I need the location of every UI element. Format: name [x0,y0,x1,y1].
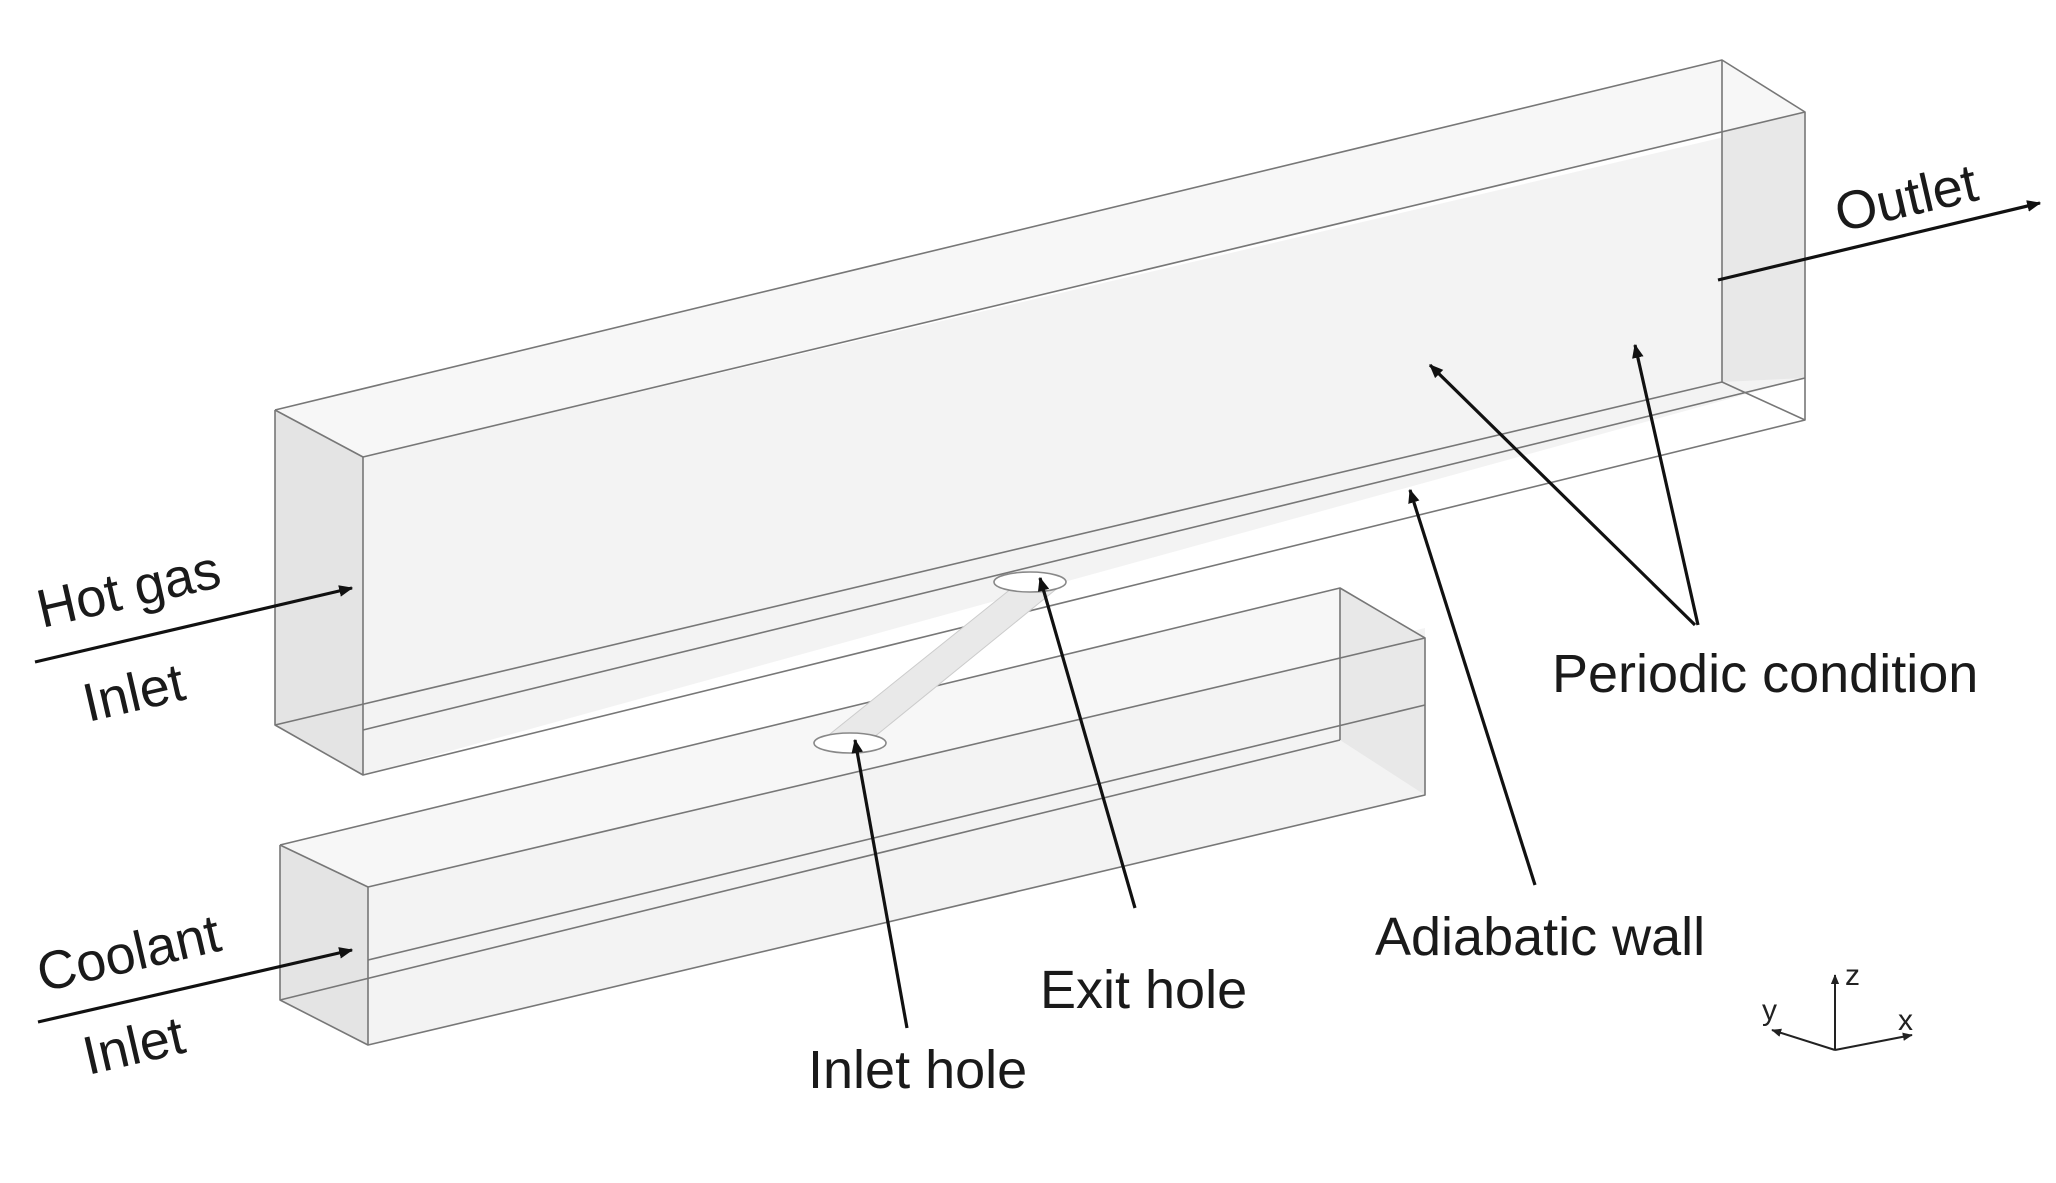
coolant-inlet-label: Inlet [77,1005,190,1086]
hot-channel-inlet-face [275,410,363,775]
adiabatic-wall-arrow [1408,488,1537,886]
hot-gas-inlet-label: Inlet [77,652,190,733]
coolant-label: Coolant [31,903,226,1003]
outlet-arrow [1717,200,2042,282]
exit-hole-label: Exit hole [1040,960,1247,1020]
coolant-inlet-arrow [37,947,354,1024]
exit-hole-arrow [1037,576,1137,909]
periodic-arrow-right [1632,343,1700,626]
leader-arrows [34,200,2042,1029]
x-axis-line [1834,1032,1913,1051]
hot-channel-top-face [275,60,1805,457]
hot-gas-channel [274,59,1806,776]
outlet-label: Outlet [1829,153,1983,244]
hot-channel-front-face [363,118,1805,775]
hot-channel-outlet-face [1722,60,1805,382]
periodic-condition-label: Periodic condition [1552,644,1978,704]
y-axis-line [1771,1028,1836,1051]
adiabatic-wall-label: Adiabatic wall [1375,907,1705,967]
exit-hole-shape [993,571,1067,593]
coolant-channel-front-face [368,628,1425,1045]
x-axis-label: x [1898,1004,1913,1037]
coolant-channel-end-face [1340,588,1425,795]
inlet-hole-arrow [851,738,909,1029]
y-axis-label: y [1762,994,1777,1027]
periodic-arrow-left [1428,363,1697,627]
hot-gas-inlet-arrow [34,585,354,664]
inlet-hole-label: Inlet hole [808,1040,1027,1100]
inlet-hole-shape [813,732,887,754]
z-axis-label: z [1845,959,1860,992]
axis-triad: z x y [1762,959,1913,1051]
